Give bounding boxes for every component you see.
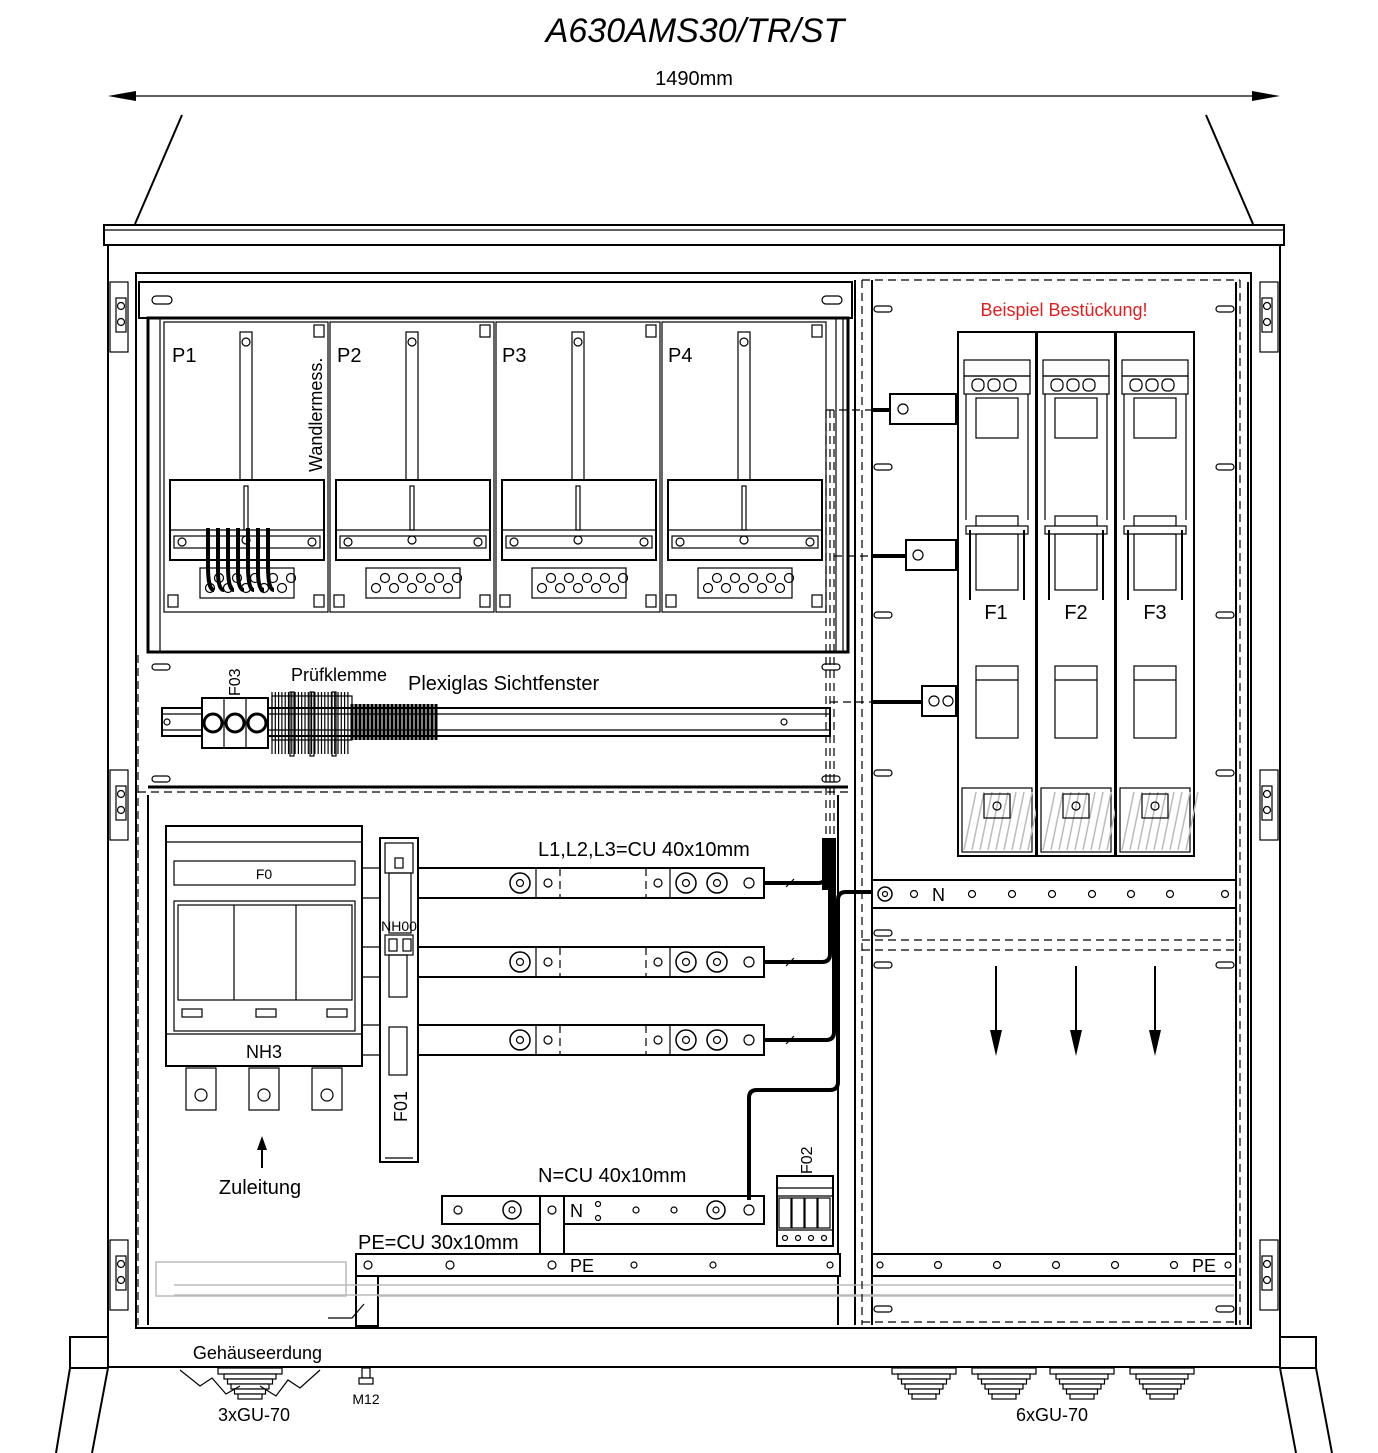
plinth xyxy=(55,1336,1333,1453)
meter-position-p2: P2 xyxy=(337,345,361,367)
nh00-fuse-switch xyxy=(379,837,419,1163)
perspective-lines xyxy=(134,114,1254,225)
left-gland-label: 3xGU-70 xyxy=(218,1405,290,1425)
example-equipment-note: Beispiel Bestückung! xyxy=(980,300,1147,320)
nh-fuse-strip-3 xyxy=(1115,331,1199,857)
pe-busbar xyxy=(328,1253,841,1327)
cable-gland xyxy=(971,1367,1037,1400)
gland-outline-right xyxy=(259,1369,321,1397)
mounting-frame xyxy=(135,272,1252,1329)
fuse-label-f2: F2 xyxy=(1064,602,1087,624)
cable-gland xyxy=(1129,1367,1195,1400)
outgoing-pe-tag: PE xyxy=(1192,1256,1216,1276)
f01-label: F01 xyxy=(391,1091,411,1122)
phase-busbar-label: L1,L2,L3=CU 40x10mm xyxy=(538,839,750,861)
drawing-title: A630AMS30/TR/ST xyxy=(544,12,847,50)
hinges xyxy=(109,281,1279,1311)
plexiglas-window-label: Plexiglas Sichtfenster xyxy=(408,673,600,695)
meter-field-2 xyxy=(329,321,495,613)
cable-gland xyxy=(891,1367,957,1400)
pe-busbar-tag: PE xyxy=(570,1256,594,1276)
fuse-label-f1: F1 xyxy=(984,602,1007,624)
wiring xyxy=(747,408,922,1200)
meter-position-p4: P4 xyxy=(668,345,692,367)
m12-bolt-label: M12 xyxy=(352,1391,379,1407)
transformer-metering-label: Wandlermess. xyxy=(306,358,326,472)
meter-mounting-bar xyxy=(239,331,253,481)
meter-panel-frame xyxy=(146,316,850,654)
lower-section-frame xyxy=(147,280,873,1325)
phase-busbar-l3 xyxy=(362,1024,795,1056)
neutral-busbar xyxy=(441,1195,765,1275)
neutral-busbar-label: N=CU 40x10mm xyxy=(538,1165,686,1187)
phase-busbar-l1 xyxy=(362,867,795,899)
fuse-label-f3: F3 xyxy=(1143,602,1166,624)
nh3-main-switch xyxy=(165,825,363,1168)
outgoing-arrows xyxy=(990,966,1161,1056)
cable-gland xyxy=(217,1367,283,1400)
gland-outline-left xyxy=(179,1369,241,1395)
phase-busbars xyxy=(362,867,795,1056)
bottom-rail xyxy=(155,1261,1234,1297)
feed-label: Zuleitung xyxy=(219,1177,301,1199)
right-gland-label: 6xGU-70 xyxy=(1016,1405,1088,1425)
f03-label: F03 xyxy=(227,668,244,696)
outgoing-neutral-bar xyxy=(871,879,1237,909)
pe-busbar-label: PE=CU 30x10mm xyxy=(358,1232,519,1254)
outgoing-neutral-tag: N xyxy=(932,885,945,905)
meter-fields xyxy=(163,321,827,613)
f02-label: F02 xyxy=(799,1146,816,1174)
meter-cover-bar xyxy=(138,281,853,319)
meter-wires-p1 xyxy=(206,528,275,592)
enclosure-earthing-label: Gehäuseerdung xyxy=(193,1343,322,1363)
meter-mounting-bar xyxy=(571,331,585,481)
cable-gland xyxy=(1049,1367,1115,1400)
nh-fuse-strips xyxy=(957,331,1199,857)
cabinet-body xyxy=(107,244,1281,1368)
nh-fuse-strip-1 xyxy=(957,331,1041,857)
f03-fuse-holders xyxy=(201,697,269,749)
width-dimension-label: 1490mm xyxy=(655,68,733,90)
meter-mounting-bar xyxy=(737,331,751,481)
outgoing-section xyxy=(861,279,1249,1325)
width-dimension-line xyxy=(108,91,1280,101)
meter-field-1 xyxy=(163,321,329,613)
f02-surge-protector xyxy=(776,1175,834,1247)
meter-field-3 xyxy=(495,321,661,613)
f0-label: F0 xyxy=(256,866,273,882)
phase-busbar-l2 xyxy=(362,946,795,978)
outgoing-pe-bar xyxy=(871,1253,1237,1277)
nh-fuse-strip-2 xyxy=(1036,331,1120,857)
cabinet-roof xyxy=(103,224,1285,246)
meter-position-p1: P1 xyxy=(172,345,196,367)
nh00-label: NH00 xyxy=(381,918,417,934)
meter-mounting-bar xyxy=(405,331,419,481)
meter-position-p3: P3 xyxy=(502,345,526,367)
test-terminal-label: Prüfklemme xyxy=(291,665,387,685)
earthing-bolt xyxy=(358,1367,374,1385)
nh3-label: NH3 xyxy=(246,1042,282,1062)
cable-glands xyxy=(179,1367,1195,1400)
neutral-busbar-tag: N xyxy=(570,1201,583,1221)
test-terminal-block xyxy=(271,691,438,757)
